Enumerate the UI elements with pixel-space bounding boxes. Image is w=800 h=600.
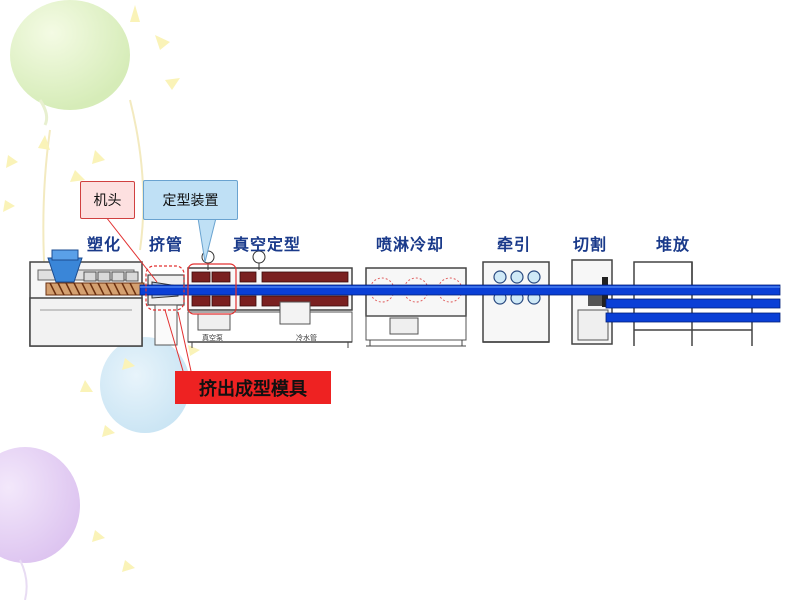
callout-sizing-device: 定型装置 [143,180,238,220]
spray-cooling-tank [365,267,467,347]
callout-extrusion-die: 挤出成型模具 [175,371,331,404]
blue-balloon [100,337,190,433]
hopper [47,249,83,283]
callout-machine-head: 机头 [80,181,135,219]
label-haul-off: 牵引 [497,235,532,254]
label-plasticizing: 塑化 [87,235,122,254]
label-spray-cooling: 喷淋冷却 [376,235,445,254]
label-stacking: 堆放 [656,235,691,254]
extruder-screw [45,282,145,296]
extruder [29,249,145,347]
caption-vacuum-pump: 真空泵 [202,334,223,342]
caption-cooling-pipe: 冷水管 [296,334,317,342]
pipe-product [139,284,781,323]
heater-bands [83,271,139,282]
label-extrusion: 挤管 [149,235,184,254]
green-balloon [10,0,130,126]
purple-balloon [0,447,80,600]
label-vacuum-sizing: 真空定型 [233,235,302,254]
label-cutting: 切割 [573,235,608,254]
haul-off-unit [482,261,550,343]
pointer-lines [105,216,192,372]
